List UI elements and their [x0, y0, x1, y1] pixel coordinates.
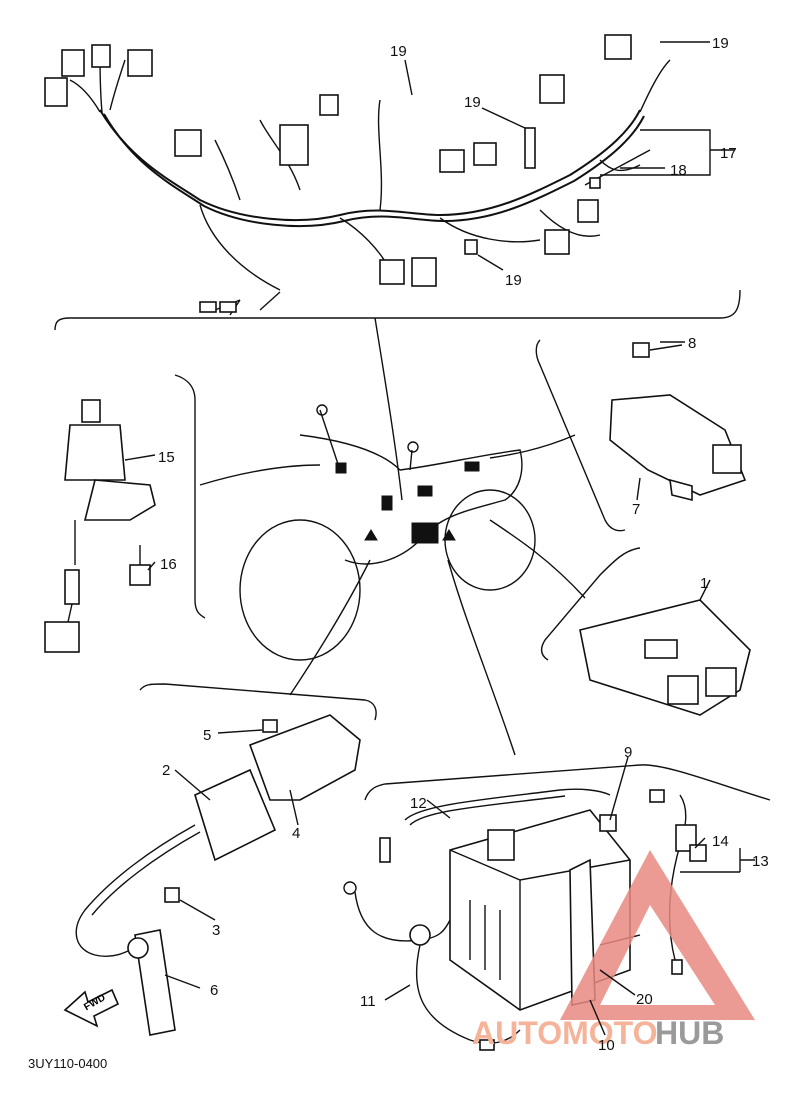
callout-lines: [124, 41, 755, 1036]
watermark: AUTOMOTO HUB: [472, 850, 755, 1051]
label-part-8: 8: [688, 335, 696, 352]
leader-harness: [374, 317, 403, 501]
label-part-13: 13: [752, 853, 769, 870]
leader-regulator: [489, 434, 576, 459]
ignition-switch: [44, 399, 156, 653]
regulator-frame: [535, 339, 626, 532]
label-part-10: 10: [598, 1037, 615, 1054]
harness-frame: [54, 289, 741, 331]
cdi-unit: [579, 579, 751, 716]
label-part-3: 3: [212, 922, 220, 939]
leader-cdi: [489, 519, 586, 599]
label-part-19b: 19: [712, 35, 729, 52]
label-part-19d: 19: [505, 272, 522, 289]
label-part-1: 1: [700, 575, 708, 592]
label-part-14: 14: [712, 833, 729, 850]
coil-frame: [139, 683, 377, 721]
ignition-frame: [174, 374, 206, 619]
motorcycle-outline: [239, 404, 536, 661]
label-part-17: 17: [720, 145, 737, 162]
label-part-19c: 19: [464, 94, 481, 111]
watermark-text-left: AUTOMOTO: [472, 1015, 657, 1051]
watermark-text-right: HUB: [655, 1015, 724, 1051]
label-part-4: 4: [292, 825, 300, 842]
ignition-coil: [75, 714, 361, 1036]
label-part-15: 15: [158, 449, 175, 466]
label-part-18: 18: [670, 162, 687, 179]
label-part-19a: 19: [390, 43, 407, 60]
label-part-2: 2: [162, 762, 170, 779]
label-part-11: 11: [360, 993, 376, 1010]
battery-frame: [364, 764, 771, 801]
wire-harness: [44, 34, 671, 316]
fwd-arrow: [63, 988, 120, 1028]
cdi-frame: [540, 547, 641, 661]
label-part-20: 20: [636, 991, 653, 1008]
label-part-9: 9: [624, 744, 632, 761]
leader-ignition: [199, 464, 321, 486]
label-part-16: 16: [160, 556, 177, 573]
label-part-12: 12: [410, 795, 427, 812]
label-part-7: 7: [632, 501, 640, 518]
label-part-5: 5: [203, 727, 211, 744]
leader-battery: [447, 559, 516, 756]
diagram-code: 3UY110-0400: [28, 1056, 107, 1071]
label-part-6: 6: [210, 982, 218, 999]
rectifier-regulator: [609, 342, 747, 502]
leader-coil: [289, 559, 371, 696]
